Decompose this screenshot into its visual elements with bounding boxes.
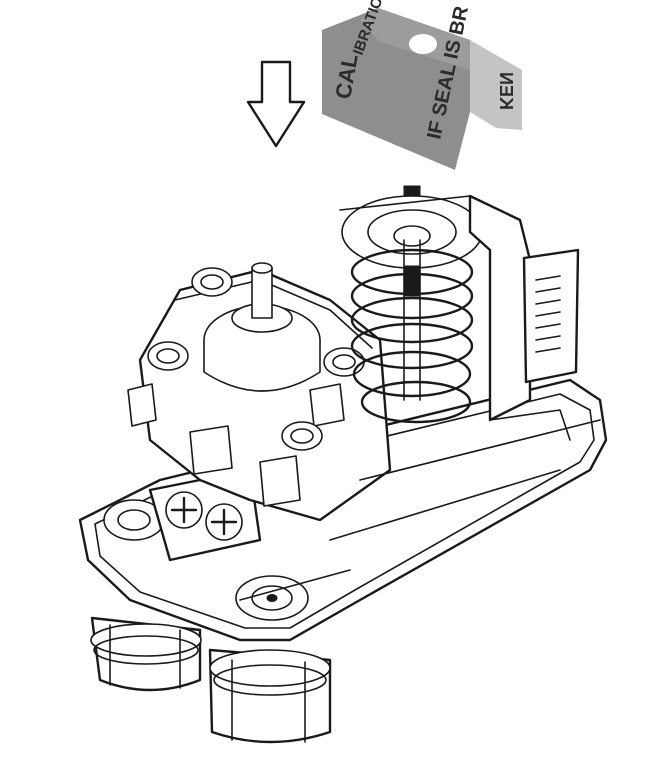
housing-screw-left bbox=[147, 341, 189, 371]
terminal-screw-2 bbox=[205, 503, 243, 541]
housing-slot-left bbox=[127, 383, 157, 427]
scale-ticks bbox=[535, 275, 561, 353]
housing-screw-top-left bbox=[191, 267, 233, 297]
pressure-switch-body bbox=[78, 185, 608, 744]
adjustment-scale bbox=[522, 248, 580, 384]
contact-housing bbox=[127, 268, 392, 522]
calibration-seal: CAL IBRATION IF SEAL IS BR KEN bbox=[322, 0, 522, 170]
terminal-screw-1 bbox=[165, 491, 203, 529]
pressure-spring bbox=[341, 185, 483, 424]
spring-bracket bbox=[339, 194, 580, 441]
housing-slot-back bbox=[309, 383, 345, 427]
seal-flap-right bbox=[470, 40, 522, 130]
housing-screw-right bbox=[323, 347, 365, 377]
down-arrow-icon bbox=[246, 60, 306, 148]
housing-screw-front bbox=[281, 421, 323, 451]
housing-slot-mid bbox=[189, 425, 233, 475]
cable-gland-left bbox=[90, 616, 202, 692]
seal-hole bbox=[409, 34, 437, 54]
cable-gland-right bbox=[208, 648, 332, 744]
reset-pin bbox=[203, 262, 321, 392]
housing-slot-right bbox=[259, 455, 301, 507]
seal-text-ken: KEN bbox=[496, 72, 516, 110]
